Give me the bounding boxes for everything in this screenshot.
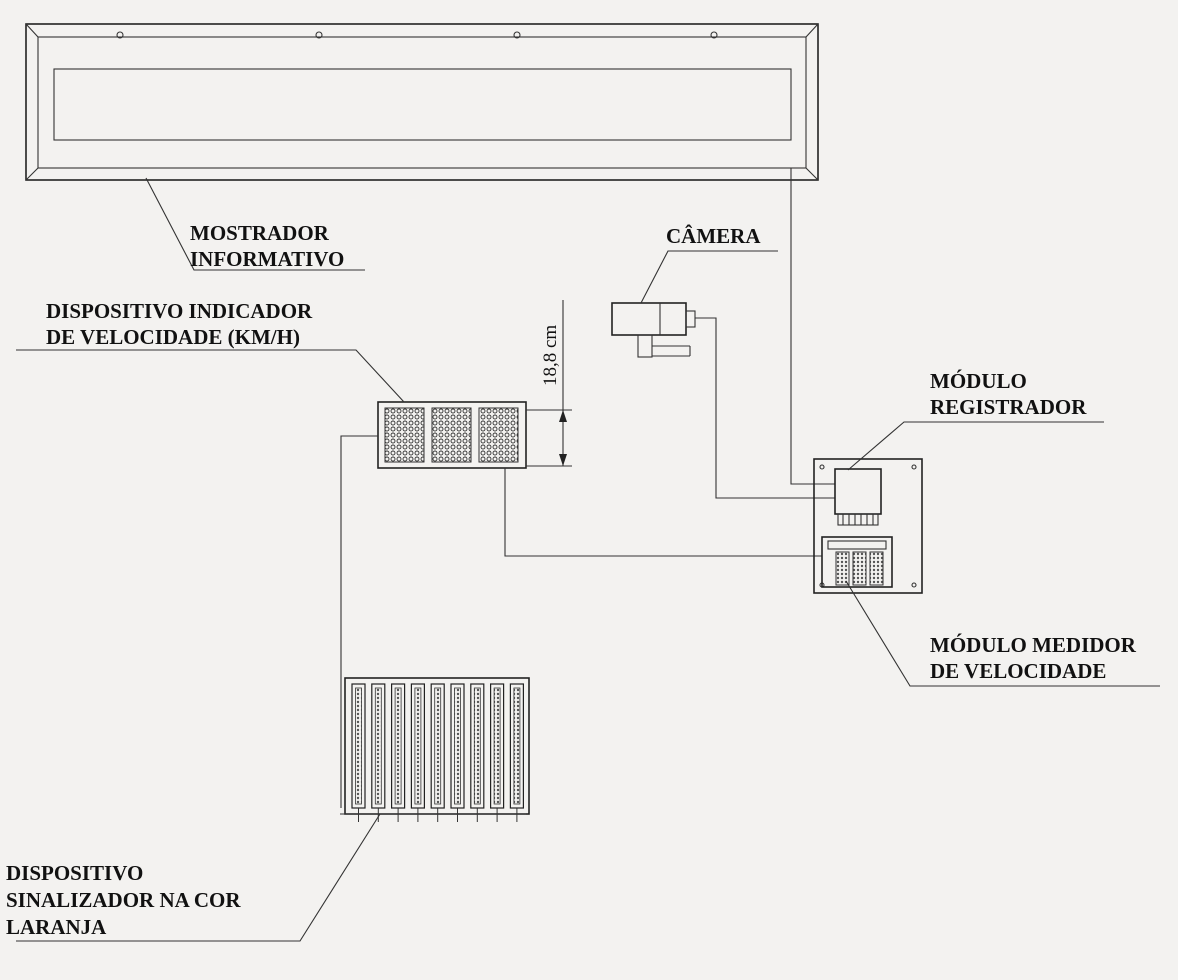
- orange-signal-device: [340, 677, 530, 822]
- informative-display-panel: [25, 23, 819, 181]
- signal-slat-lamps: [493, 687, 501, 805]
- speed-meter-module: [821, 536, 893, 588]
- speed-meter-leader-line: [845, 580, 1160, 687]
- speed-meter-label-line1: MÓDULO MEDIDOR: [930, 633, 1137, 657]
- registrar-label-line2: REGISTRADOR: [930, 395, 1087, 419]
- camera-leader-line: [640, 250, 778, 304]
- display-cable: [790, 168, 835, 485]
- control-cabinet: [813, 458, 923, 594]
- signal-slat-lamps: [355, 687, 362, 805]
- signal-slat-lamps: [473, 687, 481, 805]
- camera-icon: [611, 302, 696, 358]
- camera-cable: [695, 317, 835, 499]
- registrar-label-line1: MÓDULO: [930, 369, 1027, 393]
- dimension-marker: [526, 300, 572, 467]
- signal-device-label-line2: SINALIZADOR NA COR: [6, 888, 241, 912]
- registrar-leader-line: [847, 421, 1104, 471]
- mostrador-label-line2: INFORMATIVO: [190, 247, 344, 271]
- signal-device-leader-line: [16, 813, 381, 942]
- signal-device-label-line1: DISPOSITIVO: [6, 861, 143, 885]
- camera-label: CÂMERA: [666, 224, 761, 248]
- indicator-cable: [504, 468, 822, 557]
- speed-indicator-display: [377, 401, 527, 469]
- mostrador-leader-line: [145, 177, 365, 271]
- signal-slat-lamps: [454, 687, 461, 805]
- registrar-module: [834, 468, 882, 515]
- signal-slat-lamps: [414, 687, 422, 805]
- signal-device-label-line3: LARANJA: [6, 915, 107, 939]
- speed-indicator-leader-line: [16, 349, 405, 403]
- signal-slat-lamps: [394, 687, 402, 805]
- speed-indicator-label-line1: DISPOSITIVO INDICADOR: [46, 299, 313, 323]
- signal-cable: [340, 435, 378, 808]
- speed-meter-label-line2: DE VELOCIDADE: [930, 659, 1106, 683]
- signal-slat-lamps: [513, 687, 521, 805]
- speed-indicator-label-line2: DE VELOCIDADE (km/h): [46, 325, 300, 349]
- signal-slat-lamps: [374, 687, 382, 805]
- dimension-label: 18,8 cm: [540, 325, 561, 386]
- mostrador-label-line1: MOSTRADOR: [190, 221, 330, 245]
- signal-slat-lamps: [434, 687, 442, 805]
